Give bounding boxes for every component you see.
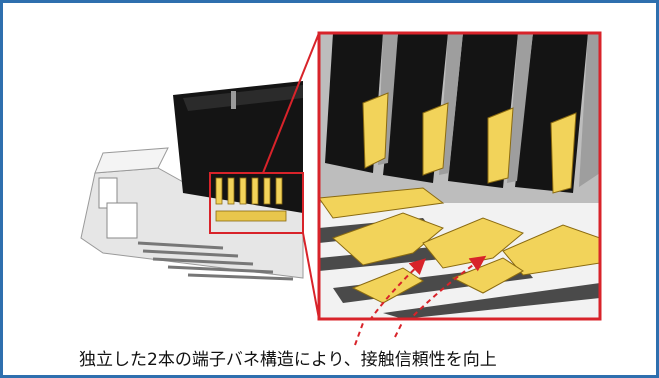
figure-caption: 独立した2本の端子バネ構造により、接触信頼性を向上 <box>79 350 497 370</box>
terminal-zoom-detail <box>319 33 600 319</box>
connector-illustration <box>80 31 602 346</box>
connector-overview <box>80 32 320 320</box>
zoom-frame <box>317 31 602 321</box>
